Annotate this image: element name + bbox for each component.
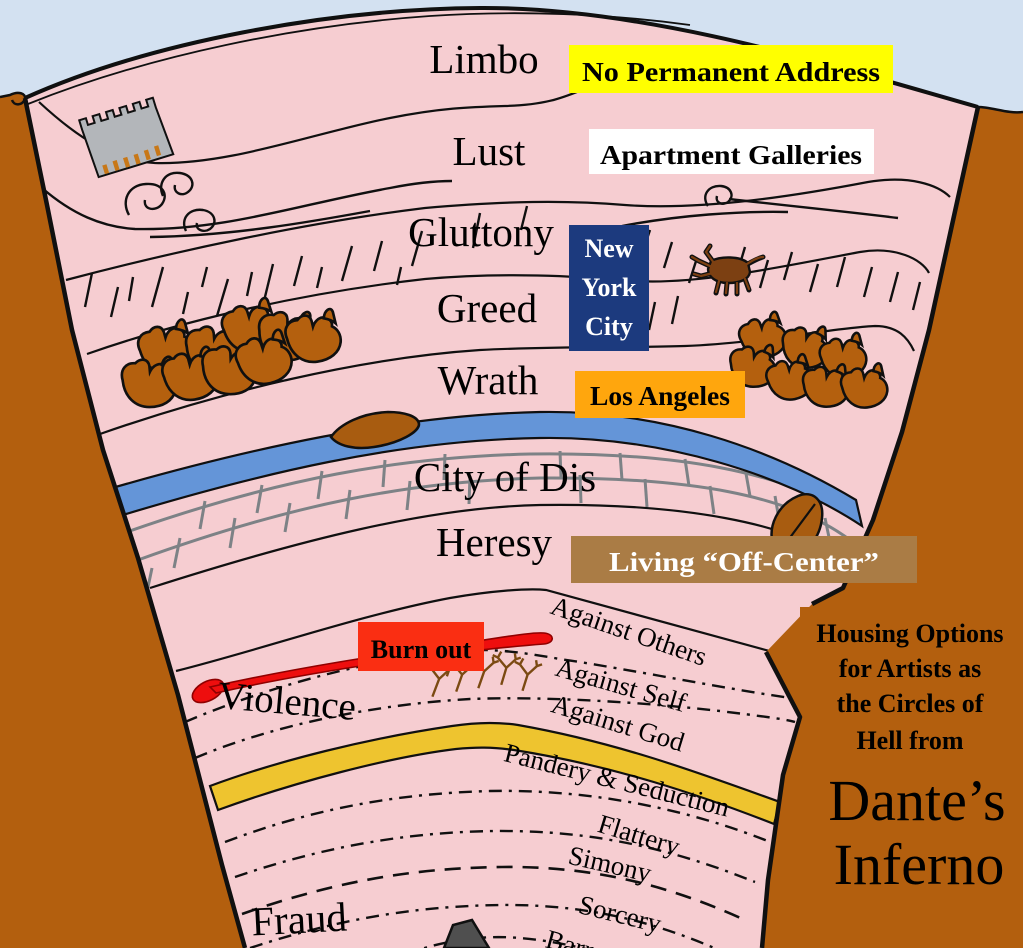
- svg-text:the Circles of: the Circles of: [837, 689, 984, 718]
- svg-text:Los Angeles: Los Angeles: [590, 381, 730, 411]
- svg-text:Gluttony: Gluttony: [408, 209, 554, 255]
- svg-text:Burn out: Burn out: [371, 635, 472, 664]
- svg-text:Apartment Galleries: Apartment Galleries: [600, 140, 862, 170]
- svg-text:Inferno: Inferno: [834, 832, 1005, 897]
- svg-text:Greed: Greed: [437, 285, 537, 331]
- svg-text:Limbo: Limbo: [429, 36, 538, 82]
- svg-text:New: New: [584, 234, 633, 263]
- svg-text:York: York: [582, 273, 637, 302]
- svg-text:No Permanent Address: No Permanent Address: [582, 57, 880, 87]
- svg-text:Housing Options: Housing Options: [816, 619, 1003, 648]
- svg-text:Lust: Lust: [453, 128, 527, 174]
- svg-text:City: City: [585, 312, 633, 341]
- svg-text:City of Dis: City of Dis: [414, 454, 596, 500]
- svg-text:Wrath: Wrath: [438, 357, 539, 403]
- svg-text:Dante’s: Dante’s: [828, 768, 1005, 833]
- svg-text:for Artists as: for Artists as: [839, 654, 982, 683]
- svg-text:Fraud: Fraud: [250, 894, 348, 945]
- svg-text:Hell from: Hell from: [856, 726, 963, 755]
- svg-text:Living “Off-Center”: Living “Off-Center”: [609, 547, 879, 577]
- svg-text:Heresy: Heresy: [436, 519, 553, 565]
